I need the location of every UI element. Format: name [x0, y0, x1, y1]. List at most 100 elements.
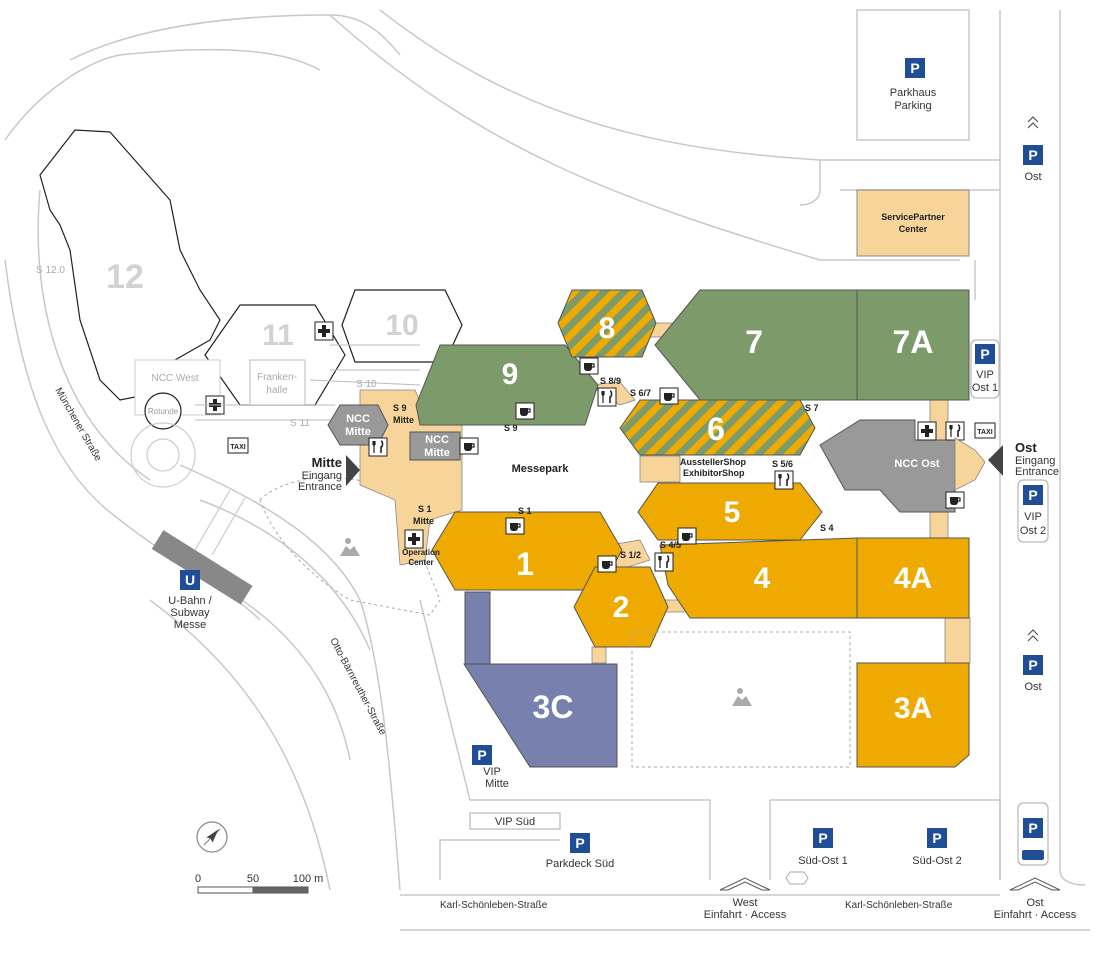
parking-sued-ost-2[interactable]: Süd-Ost 2 [912, 828, 962, 867]
sued-ost-1-label: Süd-Ost 1 [798, 855, 848, 867]
operation-center-label-2: Center [408, 558, 433, 567]
subway-icon-letter: U [185, 572, 195, 588]
ubahn-label-1: U-Bahn / [168, 595, 212, 607]
ncc-west-label: NCC West [151, 373, 198, 384]
exhibitor-shop-label: AusstellerShop [680, 457, 747, 467]
parking-icon [1023, 818, 1043, 838]
parkhaus[interactable]: Parkhaus Parking [856, 9, 970, 141]
restaurant-icon [945, 421, 965, 441]
scale-50: 50 [247, 873, 259, 885]
entrance-arrow-icon [346, 455, 360, 486]
parking-icon [1023, 145, 1043, 165]
parking-vip-ost-2[interactable]: VIP Ost 2 [1017, 479, 1049, 543]
entrance-s7: S 7 [805, 403, 819, 413]
parkhaus-label-en: Parking [894, 100, 931, 112]
hall-2-label: 2 [613, 591, 630, 624]
rotunde-label: Rotunde [148, 407, 179, 416]
entrance-mitte-en: Entrance [298, 481, 342, 493]
taxi-stand-west[interactable]: TAXI [227, 437, 249, 454]
coach-parking[interactable] [1017, 802, 1049, 866]
access-west[interactable]: West Einfahrt · Access [704, 877, 787, 921]
hall-5[interactable]: 5 [637, 482, 823, 541]
construction-icon [340, 538, 360, 556]
parking-icon [472, 745, 492, 765]
ncc-ost[interactable]: NCC Ost [819, 419, 956, 513]
hall-3c[interactable]: 3C [463, 591, 618, 768]
parking-ost-top-label: Ost [1024, 171, 1041, 183]
hall-3a[interactable]: 3A [856, 662, 970, 768]
parkdeck-sued[interactable]: Parkdeck Süd [546, 833, 614, 870]
hall-8[interactable]: 8 [557, 289, 657, 358]
hall-4a[interactable]: 4A [856, 537, 970, 619]
hall-7[interactable]: 7 [654, 289, 858, 401]
parking-ost-mid[interactable]: Ost [1023, 629, 1043, 693]
hall-1[interactable]: 1 [431, 511, 623, 591]
servicepartner-label-2: Center [899, 224, 928, 234]
servicepartner-center[interactable]: ServicePartner Center [856, 189, 970, 257]
street-karl-left: Karl-Schönleben-Straße [440, 900, 548, 911]
entrance-ost-title: Ost [1015, 440, 1037, 455]
hall-3a-label: 3A [894, 692, 932, 725]
cafe-icon [677, 527, 697, 545]
parking-vip-ost-1[interactable]: VIP Ost 1 [970, 339, 1000, 399]
restaurant-icon [597, 387, 617, 407]
hall-4[interactable]: 4 [659, 537, 858, 619]
entrance-ost[interactable]: Ost Eingang Entrance [988, 440, 1059, 478]
hall-9-label: 9 [502, 358, 519, 391]
entrance-mitte-title: Mitte [312, 455, 342, 470]
parking-icon [570, 833, 590, 853]
cafe-icon [945, 491, 965, 509]
hall-4-label: 4 [754, 562, 771, 595]
parking-vip-sued[interactable]: VIP Süd [469, 812, 561, 830]
scale-100: 100 m [293, 873, 324, 885]
frankenhalle[interactable]: Franken- halle [249, 359, 306, 406]
entrance-ost-de: Eingang [1015, 455, 1055, 467]
parking-icon [975, 344, 995, 364]
vip-mitte-label: VIP [483, 766, 501, 778]
parking-ost-top[interactable]: Ost [1023, 116, 1043, 183]
hall-6-label: 6 [707, 411, 725, 447]
frankenhalle-label-2: halle [266, 385, 288, 396]
hall-12[interactable]: 12 [39, 129, 221, 401]
cafe-icon [659, 387, 679, 405]
entrance-mitte[interactable]: Mitte Eingang Entrance [298, 455, 360, 493]
rotunde[interactable]: Rotunde [144, 392, 182, 430]
street-karl-right: Karl-Schönleben-Straße [845, 900, 953, 911]
cafe-icon [459, 437, 479, 455]
scale-0: 0 [195, 873, 201, 885]
hall-2[interactable]: 2 [573, 566, 669, 648]
entrance-s45: S 4/5 [660, 540, 681, 550]
hall-10[interactable]: 10 [341, 289, 463, 363]
entrance-s1-mitte: Mitte [413, 516, 434, 526]
hall-12-label: 12 [106, 258, 144, 296]
hall-4a-label: 4A [894, 562, 932, 595]
vip-ost-2-label: VIP [1024, 511, 1042, 523]
parking-vip-mitte[interactable]: VIP Mitte [472, 745, 509, 790]
operation-center-label: Operation [402, 548, 440, 557]
hall-7a[interactable]: 7A [856, 289, 970, 401]
parking-sued-ost-1[interactable]: Süd-Ost 1 [798, 828, 848, 867]
hall-11-label: 11 [262, 319, 294, 352]
hall-1-label: 1 [516, 546, 534, 582]
access-ost[interactable]: Ost Einfahrt · Access [994, 877, 1077, 921]
ncc-mitte[interactable]: NCC Mitte [327, 404, 389, 446]
ubahn-messe[interactable]: U U-Bahn / Subway Messe [151, 489, 253, 631]
vip-ost-1-label: VIP [976, 369, 994, 381]
ncc-mitte-small-label-2: Mitte [424, 447, 450, 459]
access-ost-label-2: Einfahrt · Access [994, 909, 1077, 921]
sued-ost-2-label: Süd-Ost 2 [912, 855, 962, 867]
entrance-s11: S 11 [290, 418, 310, 429]
roads [4, 9, 1090, 931]
hall-9[interactable]: 9 [415, 344, 599, 426]
scale-bar: 0 50 100 m [195, 873, 324, 894]
access-west-label: West [733, 897, 758, 909]
hexagon-marker [785, 871, 809, 885]
taxi-stand-ost[interactable]: TAXI [974, 422, 996, 439]
ncc-mitte-small[interactable]: NCC Mitte [409, 431, 461, 461]
cafe-icon [597, 555, 617, 573]
hall-6[interactable]: 6 [619, 399, 816, 456]
entrance-s56: S 5/6 [772, 459, 793, 469]
hall-5-label: 5 [724, 496, 741, 529]
hall-3c-label: 3C [533, 689, 574, 725]
